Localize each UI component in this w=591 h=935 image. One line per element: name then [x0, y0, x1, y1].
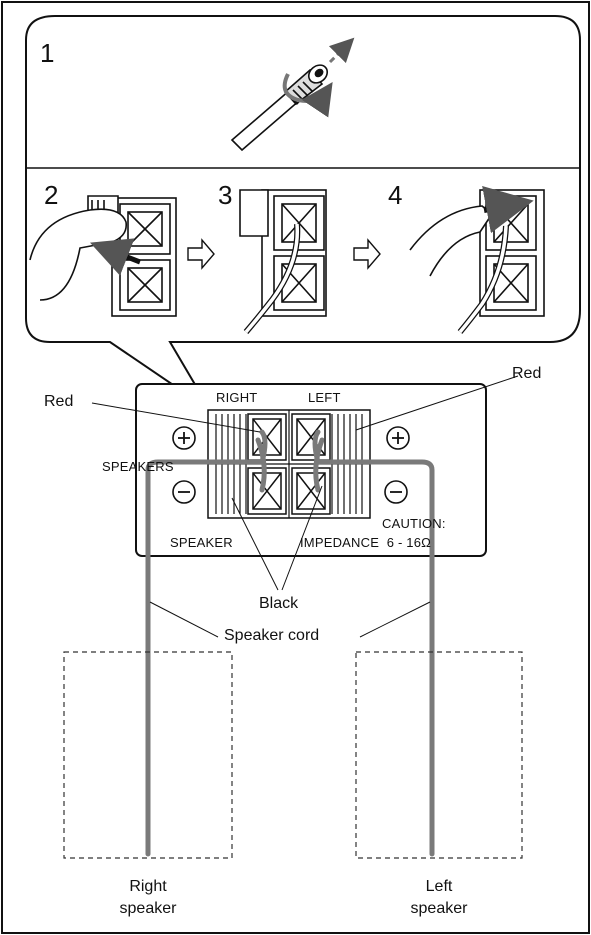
twist-arrow-icon: [282, 73, 333, 118]
speaker-cord-label: Speaker cord: [224, 627, 320, 644]
step-2-number: 2: [44, 180, 59, 210]
black-label: Black: [259, 595, 299, 612]
left-speaker-caption-line1: Left: [425, 878, 453, 895]
pull-arrow-icon: [328, 37, 355, 64]
callout-lines: [91, 375, 519, 638]
right-speaker-cord: [145, 429, 268, 857]
red-label-right-channel: Red: [44, 393, 74, 410]
step-4-number: 4: [388, 180, 403, 210]
right-channel-label: RIGHT: [216, 390, 258, 405]
red-label-left-channel: Red: [512, 365, 542, 382]
step4-illustration: [409, 185, 545, 334]
step-3-number: 3: [218, 180, 233, 210]
step2-illustration: [29, 195, 177, 317]
left-speaker-caption-line2: speaker: [410, 900, 468, 917]
release-arrow-icon: [482, 185, 534, 234]
terminal-buttons: [247, 413, 331, 515]
left-speaker-box: [355, 651, 523, 859]
speaker-cords: [145, 429, 435, 857]
push-arrow-icon: [90, 238, 141, 276]
arrow-step3-to-4-icon: [353, 238, 381, 270]
right-speaker-box: [63, 651, 233, 859]
caution-label: CAUTION:: [382, 516, 446, 531]
left-channel-label: LEFT: [308, 390, 341, 405]
arrow-step2-to-3-icon: [187, 238, 215, 270]
left-speaker-cord: [312, 429, 435, 857]
step-1-number: 1: [40, 38, 55, 68]
step3-illustration: [239, 189, 327, 334]
right-speaker-caption-line1: Right: [129, 878, 167, 895]
step1-cable-illustration: [230, 37, 355, 152]
speaker-label: SPEAKER: [170, 535, 233, 550]
impedance-label: IMPEDANCE 6 - 16Ω: [300, 535, 432, 550]
speakers-label: SPEAKERS: [102, 459, 174, 474]
right-speaker-caption-line2: speaker: [119, 900, 177, 917]
